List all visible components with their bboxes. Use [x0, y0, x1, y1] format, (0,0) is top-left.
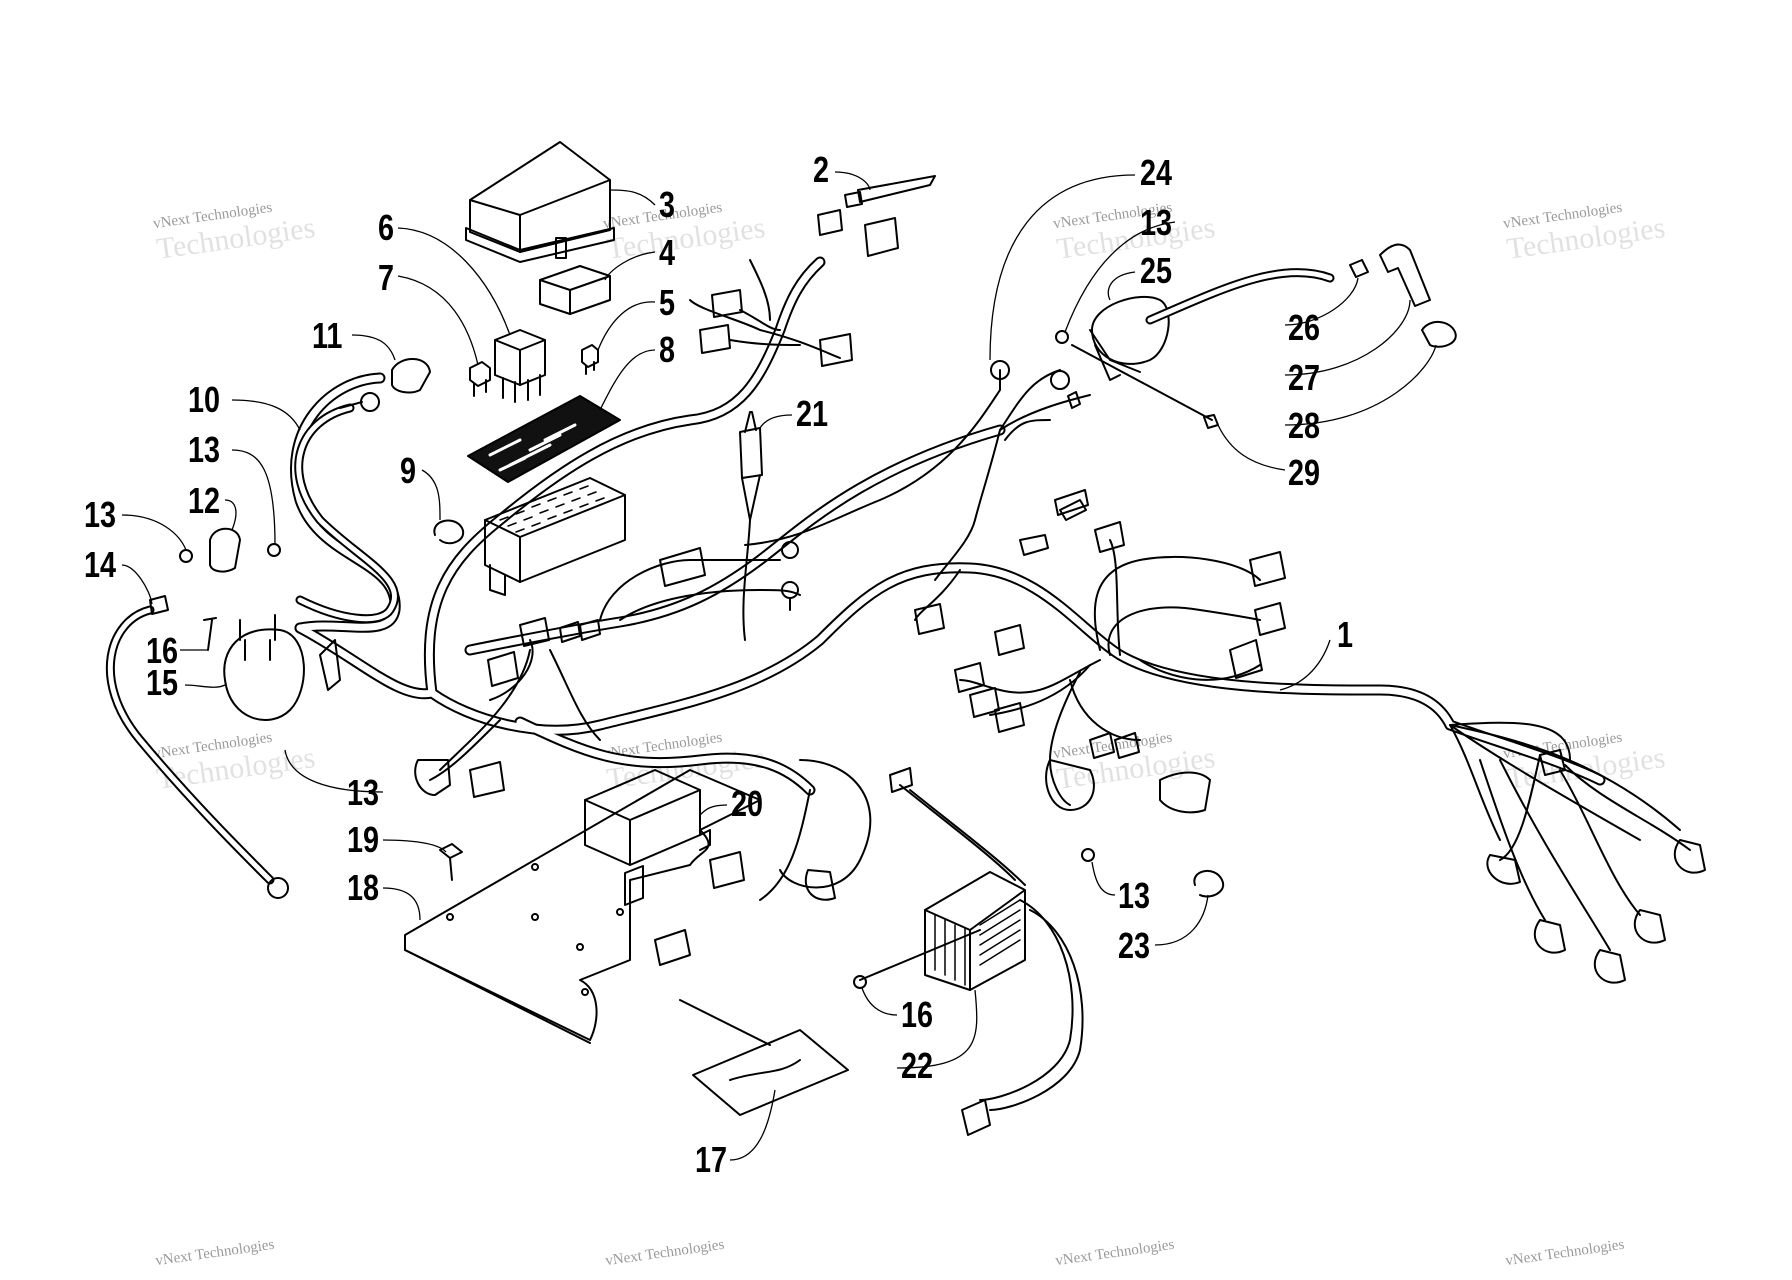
fuse-7 — [469, 361, 491, 397]
callout-28: 28 — [1288, 405, 1321, 446]
nut-13 — [1055, 330, 1069, 344]
callout-11: 11 — [312, 315, 343, 356]
ring-terminals — [781, 360, 1087, 611]
callout-13a: 13 — [188, 429, 221, 470]
spark-plug-boot — [1349, 243, 1457, 348]
callout-18: 18 — [347, 867, 380, 908]
callout-14: 14 — [84, 544, 117, 585]
spark-plug-cap — [739, 411, 763, 641]
callout-9: 9 — [400, 450, 417, 491]
callout-7: 7 — [378, 257, 395, 298]
callout-22: 22 — [901, 1045, 934, 1086]
callout-13d: 13 — [1140, 202, 1173, 243]
callout-16a: 16 — [146, 630, 179, 671]
voltage-regulator — [889, 767, 1084, 1136]
callout-13b: 13 — [84, 494, 117, 535]
relay — [494, 329, 546, 403]
terminal-boot-12 — [209, 527, 241, 573]
fuse-5 — [581, 344, 599, 375]
mounting-plate — [404, 769, 761, 1044]
bolt-16 — [203, 617, 217, 651]
callout-4: 4 — [659, 232, 676, 273]
callout-26: 26 — [1288, 307, 1321, 348]
screw-16 — [853, 929, 981, 989]
callout-25: 25 — [1140, 250, 1173, 291]
nut-13 — [1081, 848, 1095, 862]
cable-terminals — [149, 392, 380, 899]
fuse-box-cover — [465, 141, 615, 263]
harness-connectors — [414, 489, 1706, 984]
callout-29: 29 — [1288, 452, 1321, 493]
sensor-2 — [844, 175, 936, 208]
relay-small — [539, 265, 611, 315]
callout-12: 12 — [188, 480, 221, 521]
push-pin-19 — [439, 843, 463, 881]
clip-9 — [433, 519, 465, 545]
connector-cluster-top — [699, 209, 899, 367]
callout-5: 5 — [659, 282, 676, 323]
callout-19: 19 — [347, 819, 380, 860]
callout-6: 6 — [378, 207, 395, 248]
callout-16b: 16 — [901, 994, 934, 1035]
clip-23 — [1193, 870, 1225, 898]
callout-21: 21 — [796, 393, 829, 434]
fuse-block — [484, 477, 626, 596]
control-module — [584, 769, 711, 866]
callout-20: 20 — [731, 783, 764, 824]
callout-23: 23 — [1118, 925, 1151, 966]
terminal-boot-11 — [391, 358, 431, 394]
screw-29 — [1071, 344, 1219, 429]
nut-13 — [179, 549, 193, 563]
starter-solenoid — [223, 614, 341, 721]
callout-24: 24 — [1140, 152, 1173, 193]
callout-10: 10 — [188, 379, 221, 420]
decal-17 — [679, 999, 849, 1116]
battery-cables-inner — [107, 405, 398, 883]
callout-15: 15 — [146, 662, 179, 703]
callout-1: 1 — [1337, 614, 1354, 655]
nut-13 — [267, 543, 281, 557]
callout-8: 8 — [659, 329, 676, 370]
fuse-label-sheet — [467, 395, 621, 483]
callout-17: 17 — [695, 1139, 728, 1180]
callout-13c: 13 — [347, 772, 380, 813]
callout-3: 3 — [659, 184, 676, 225]
main-harness-inner — [292, 258, 1604, 794]
callout-2: 2 — [813, 149, 830, 190]
callout-27: 27 — [1288, 357, 1321, 398]
callout-13e: 13 — [1118, 875, 1151, 916]
